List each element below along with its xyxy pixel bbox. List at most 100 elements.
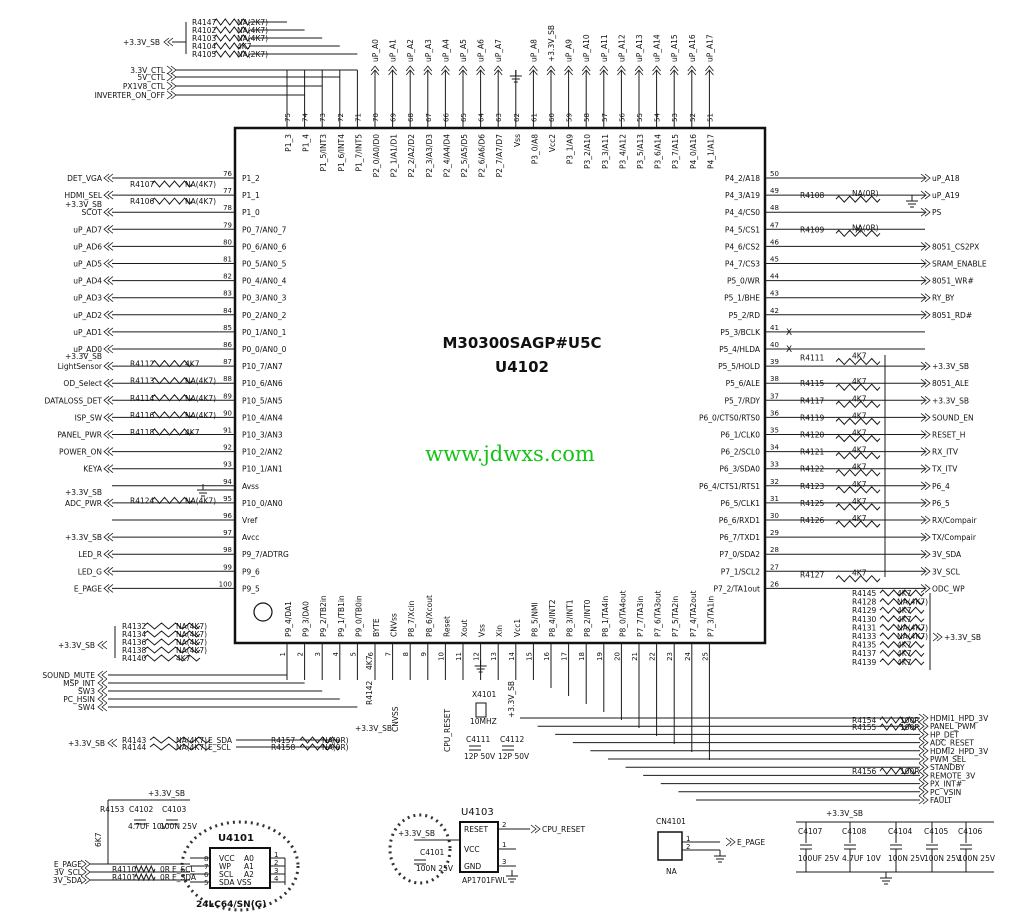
u4103-ref: U4103 bbox=[461, 807, 494, 818]
bottom-pin-label: P7_5/TA2in bbox=[671, 596, 680, 637]
u4101-pin-number: 7 bbox=[204, 863, 208, 871]
left-pin-label: P10_1/AN1 bbox=[242, 465, 283, 474]
right-net-label: RY_BY bbox=[932, 294, 955, 303]
capacitor-ref: C4107 bbox=[798, 827, 823, 836]
capacitor bbox=[960, 844, 972, 850]
left-pin-label: P1_1 bbox=[242, 191, 260, 200]
right-pin-number: 40 bbox=[770, 341, 779, 349]
connector-pin-number: 1 bbox=[686, 835, 690, 843]
right-pin-number: 28 bbox=[770, 546, 779, 554]
resistor-ref: R4109 bbox=[800, 225, 825, 234]
resistor-value: NA(4K7) bbox=[897, 623, 928, 632]
resistor bbox=[213, 42, 251, 50]
resistor-value: NA(4K7) bbox=[185, 180, 216, 189]
resistor-ref: R4102 bbox=[192, 26, 217, 35]
right-net-label: SRAM_ENABLE bbox=[932, 260, 987, 269]
resistor bbox=[151, 411, 193, 419]
bottom-pin-label: Vss bbox=[478, 624, 487, 637]
resistor-value: 4K7 bbox=[897, 606, 912, 615]
top-pin-label: P1_7/INT5 bbox=[354, 134, 363, 172]
capacitor-c4111 bbox=[469, 745, 481, 751]
resistor-value: 4K7 bbox=[852, 463, 867, 472]
capacitor-c4103 bbox=[166, 819, 178, 825]
net-label: +3.3V_SB bbox=[398, 829, 435, 838]
resistor-ref: R4120 bbox=[800, 431, 825, 440]
resistor-ref: R4105 bbox=[192, 50, 217, 59]
top-net-label: uP_A4 bbox=[441, 39, 450, 62]
right-pin-label: P4_4/CS0 bbox=[725, 208, 760, 217]
capacitor-ref: C4104 bbox=[888, 827, 913, 836]
bottom-pin-number: 4 bbox=[332, 651, 340, 656]
top-net-arrow bbox=[458, 65, 468, 76]
resistor-ref: R4104 bbox=[192, 42, 217, 51]
net-arrow bbox=[166, 90, 177, 100]
capacitor-ref: C4103 bbox=[162, 805, 187, 814]
right-pin-label: P4_5/CS1 bbox=[725, 225, 760, 234]
net-arrow bbox=[920, 190, 931, 200]
net-label: E_SCL bbox=[172, 865, 195, 874]
net-arrow bbox=[103, 242, 114, 251]
bottom-pin-number: 6 bbox=[367, 651, 375, 656]
resistor-ref: R4123 bbox=[800, 482, 825, 491]
u4101-ref: U4101 bbox=[218, 833, 254, 844]
net-arrow bbox=[920, 310, 931, 320]
resistor-ref: R4126 bbox=[800, 516, 825, 525]
top-net-arrow bbox=[405, 65, 415, 76]
net-arrow bbox=[725, 837, 736, 847]
right-net-label: TX/Compair bbox=[931, 533, 977, 542]
bottom-pin-label: P8_3/INT1 bbox=[566, 599, 575, 637]
capacitor-value: 4.7UF 10V bbox=[128, 822, 168, 831]
left-pin-number: 85 bbox=[223, 324, 232, 332]
net-arrow bbox=[97, 702, 108, 712]
resistor-value: 0R bbox=[160, 865, 170, 874]
net-arrow bbox=[920, 532, 931, 542]
left-net-label: SCOT bbox=[82, 208, 103, 217]
resistor bbox=[835, 503, 881, 511]
right-pin-number: 32 bbox=[770, 478, 779, 486]
left-net-label: uP_AD6 bbox=[73, 242, 102, 251]
resistor bbox=[213, 26, 251, 34]
net-arrow bbox=[97, 686, 108, 696]
resistor bbox=[835, 434, 881, 443]
net-label: HP_DET bbox=[930, 730, 959, 739]
net-arrow bbox=[97, 670, 108, 680]
top-net-label: uP_A2 bbox=[406, 39, 415, 62]
resistor-ref: R4131 bbox=[852, 623, 877, 632]
top-net-arrow bbox=[581, 65, 591, 76]
net-arrow bbox=[920, 584, 931, 593]
right-pin-number: 47 bbox=[770, 221, 779, 229]
top-pin-number: 52 bbox=[689, 113, 697, 122]
top-pin-label: P3_2/A10 bbox=[583, 134, 592, 169]
net-arrow bbox=[80, 875, 91, 885]
top-pin-number: 51 bbox=[706, 113, 714, 122]
bottom-pin-number: 2 bbox=[297, 652, 305, 656]
connector-value: NA bbox=[666, 867, 678, 876]
net-arrow bbox=[163, 37, 174, 47]
resistor-value: 4K7 bbox=[237, 42, 252, 51]
bottom-pin-label: P9_2/TB2in bbox=[319, 595, 328, 637]
ground-symbol bbox=[506, 870, 518, 883]
right-pin-number: 34 bbox=[770, 444, 779, 452]
resistor-ref: R4116 bbox=[130, 411, 155, 420]
net-label: PX_INT# bbox=[930, 780, 962, 789]
net-label: SOUND_MUTE bbox=[42, 671, 95, 680]
right-net-label: 3V_SDA bbox=[932, 550, 962, 559]
capacitor-c4101 bbox=[414, 859, 426, 865]
net-arrow bbox=[103, 378, 114, 388]
resistor-ref: R4122 bbox=[800, 465, 825, 474]
resistor-ref: R4129 bbox=[852, 606, 877, 615]
net-label: STANDBY bbox=[930, 763, 965, 772]
ground-symbol bbox=[906, 195, 918, 208]
resistor-ref: R4101 bbox=[112, 873, 137, 882]
resistor bbox=[151, 376, 193, 385]
bottom-pin-label: P9_0/TB0in bbox=[354, 595, 363, 637]
right-pin-number: 33 bbox=[770, 461, 779, 469]
resistor-value: NA(0R) bbox=[322, 743, 349, 752]
chip-ref: U4102 bbox=[495, 358, 549, 376]
resistor-ref: R4138 bbox=[122, 646, 147, 655]
u4103-pin-number: 3 bbox=[502, 858, 506, 866]
resistor-value: 100R bbox=[900, 716, 920, 725]
net-arrow bbox=[103, 532, 114, 542]
net-arrow bbox=[103, 498, 114, 508]
top-pin-number: 57 bbox=[601, 113, 609, 122]
